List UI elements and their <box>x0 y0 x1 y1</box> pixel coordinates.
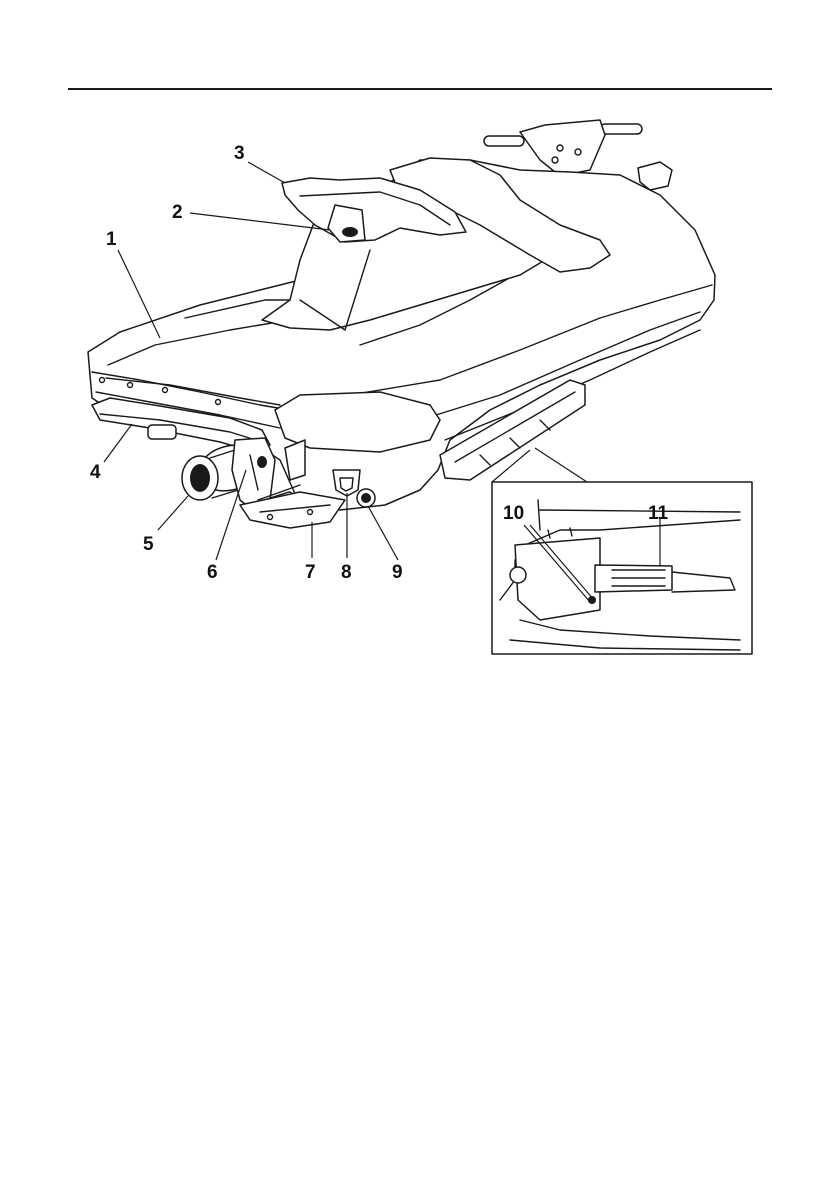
callout-7: 7 <box>305 562 316 583</box>
callout-3: 3 <box>234 143 245 164</box>
callout-4: 4 <box>90 462 101 483</box>
detail-inset <box>492 448 752 654</box>
callout-11: 11 <box>648 503 669 524</box>
callout-2: 2 <box>172 202 183 223</box>
callout-1: 1 <box>106 229 117 250</box>
watercraft-rear-view-illustration: 1 2 3 4 5 6 7 8 9 10 11 <box>0 0 839 700</box>
callout-10: 10 <box>503 503 524 524</box>
callout-5: 5 <box>143 534 154 555</box>
callout-8: 8 <box>341 562 352 583</box>
callout-6: 6 <box>207 562 218 583</box>
drain-plug <box>357 489 375 507</box>
callout-9: 9 <box>392 562 403 583</box>
